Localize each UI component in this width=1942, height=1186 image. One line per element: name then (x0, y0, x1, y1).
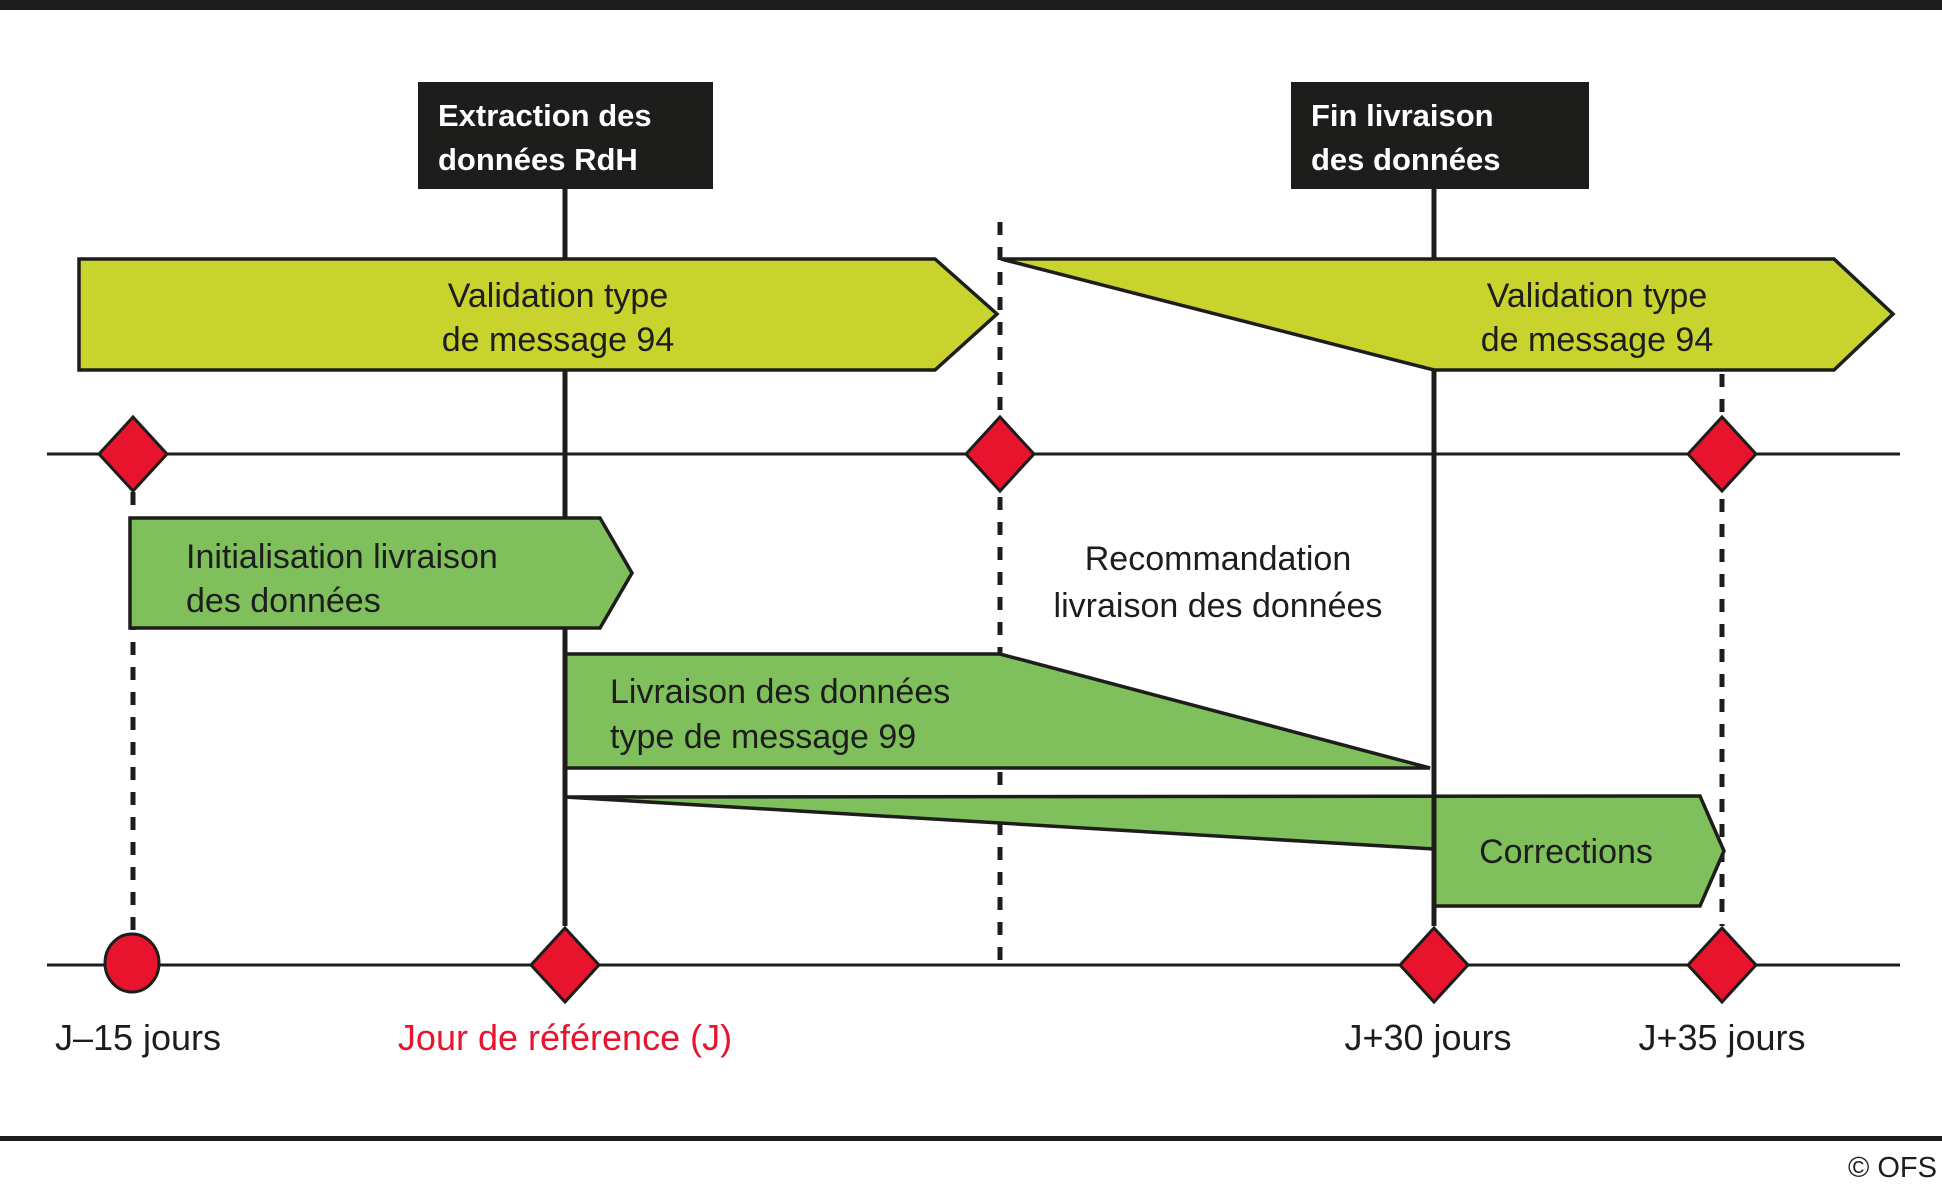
diamond-marker-icon (96, 414, 170, 494)
milestone-box-extraction-line1: Extraction des (438, 98, 652, 133)
band-initialisation-livraison (128, 516, 635, 630)
validation-left-label-line1: Validation type (448, 277, 669, 315)
milestone-box-extraction-line2: données RdH (438, 142, 638, 177)
initialisation-label-line2: des données (186, 582, 381, 620)
diamond-marker-icon (1397, 925, 1471, 1005)
milestone-box-fin-line1: Fin livraison (1311, 98, 1494, 133)
axis-label-reference-day: Jour de référence (J) (398, 1017, 732, 1058)
milestone-box-fin-livraison (1291, 82, 1589, 189)
validation-right-label-line2: de message 94 (1481, 321, 1714, 359)
livraison-99-label-line2: type de message 99 (610, 718, 916, 756)
initialisation-label-line1: Initialisation livraison (186, 538, 498, 576)
circle-marker-icon (103, 932, 161, 994)
livraison-99-label-line1: Livraison des données (610, 673, 950, 711)
copyright-label: © OFS (1848, 1152, 1937, 1184)
axis-label-j-minus-15: J–15 jours (55, 1017, 221, 1058)
axis-label-j-plus-35: J+35 jours (1638, 1017, 1805, 1058)
recommandation-label-line1: Recommandation (1085, 540, 1351, 578)
band-validation-94-left (77, 257, 1000, 372)
diamond-marker-icon (528, 925, 602, 1005)
validation-left-label-line2: de message 94 (442, 321, 675, 359)
band-validation-94-right (1000, 257, 1896, 372)
top-rule-bar (0, 0, 1942, 10)
corrections-label: Corrections (1479, 833, 1653, 871)
diamond-marker-icon (1685, 414, 1759, 494)
diamond-marker-icon (963, 414, 1037, 494)
axis-label-j-plus-30: J+30 jours (1344, 1017, 1511, 1058)
bottom-rule-bar (0, 1136, 1942, 1141)
milestone-box-fin-line2: des données (1311, 142, 1501, 177)
recommandation-label-line2: livraison des données (1054, 587, 1383, 625)
diamond-marker-icon (1685, 925, 1759, 1005)
milestone-box-extraction (418, 82, 713, 189)
validation-right-label-line1: Validation type (1487, 277, 1708, 315)
